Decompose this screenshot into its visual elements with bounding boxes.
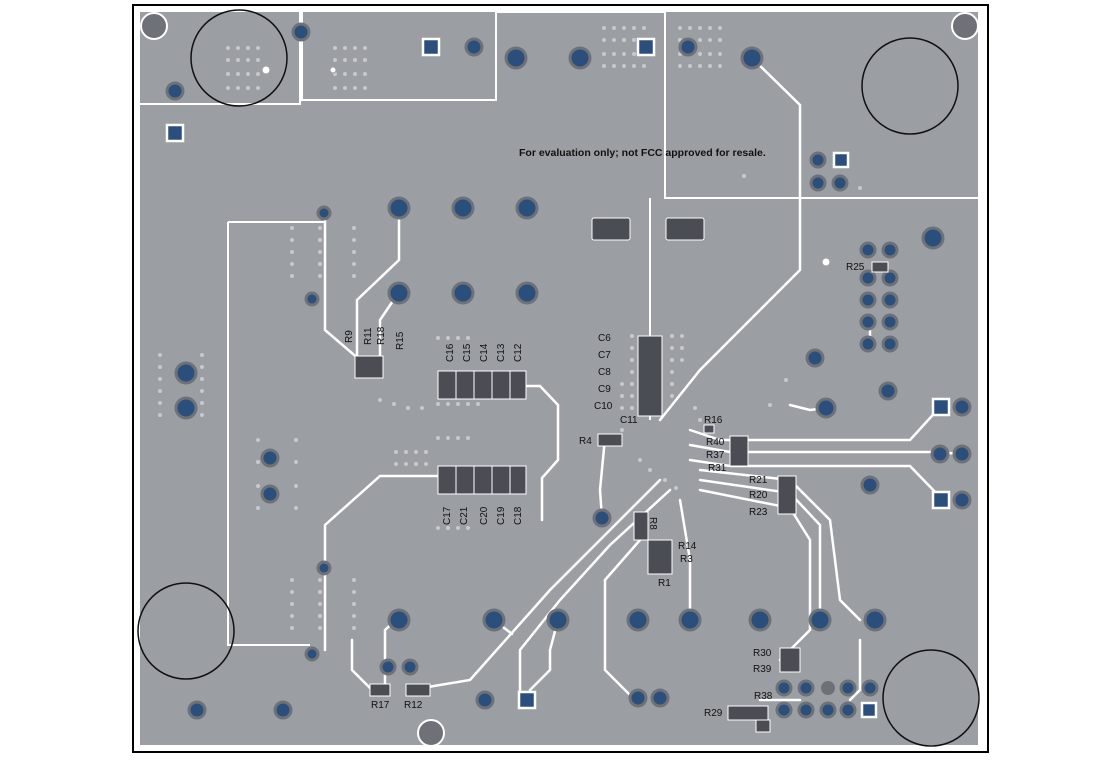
label-r23: R23 [749, 507, 768, 518]
label-r16: R16 [704, 415, 723, 426]
label-r3: R3 [680, 554, 693, 565]
label-r20: R20 [749, 490, 768, 501]
component-labels: C6 C7 C8 C9 C10 C11 C16 C15 C14 C13 C12 … [344, 262, 865, 719]
label-c21: C21 [459, 506, 470, 525]
small-vias [261, 65, 831, 267]
label-r37: R37 [706, 450, 725, 461]
label-r12: R12 [404, 700, 423, 711]
label-c7: C7 [598, 350, 611, 361]
label-r15: R15 [395, 331, 406, 350]
label-r39: R39 [753, 664, 772, 675]
label-c8: C8 [598, 367, 611, 378]
traces [323, 56, 964, 702]
label-r25: R25 [846, 262, 865, 273]
label-r30: R30 [753, 648, 772, 659]
label-r9: R9 [344, 330, 355, 343]
label-c11: C11 [620, 415, 638, 426]
label-r29: R29 [704, 708, 723, 719]
evaluation-notice: For evaluation only; not FCC approved fo… [519, 147, 766, 159]
label-c9: C9 [598, 384, 611, 395]
copper-pour [140, 12, 978, 745]
pour-boundaries [140, 11, 978, 646]
label-c14: C14 [479, 343, 490, 362]
label-r18: R18 [376, 326, 387, 345]
label-c20: C20 [479, 506, 490, 525]
label-r21: R21 [749, 475, 768, 486]
mounting-circles [137, 9, 980, 747]
label-r40: R40 [706, 437, 725, 448]
label-c12: C12 [513, 343, 524, 362]
label-c16: C16 [445, 343, 456, 362]
label-r1: R1 [658, 578, 671, 589]
label-r14: R14 [678, 541, 697, 552]
corner-holes [140, 12, 979, 747]
label-c18: C18 [513, 506, 524, 525]
label-c6: C6 [598, 333, 611, 344]
label-c19: C19 [496, 506, 507, 525]
label-r38: R38 [754, 691, 773, 702]
label-c13: C13 [496, 343, 507, 362]
label-r8: R8 [647, 517, 658, 530]
label-r31: R31 [708, 463, 727, 474]
through-hole-pads [165, 22, 972, 720]
label-r11: R11 [363, 327, 374, 345]
smd-footprints [354, 217, 889, 733]
label-c17: C17 [442, 506, 453, 525]
label-r17: R17 [371, 700, 390, 711]
label-c15: C15 [462, 343, 473, 362]
label-r4: R4 [579, 436, 592, 447]
label-c10: C10 [594, 401, 613, 412]
